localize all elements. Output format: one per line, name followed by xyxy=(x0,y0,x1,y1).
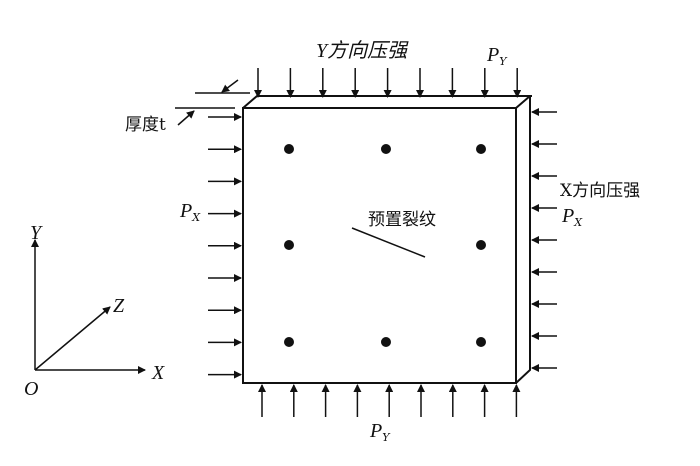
measurement-point xyxy=(381,144,391,154)
crack-line xyxy=(351,227,426,258)
measurement-point xyxy=(476,240,486,250)
plate-thickness-edge xyxy=(242,95,532,384)
measurement-point xyxy=(476,337,486,347)
coordinate-axes xyxy=(31,239,146,374)
measurement-point xyxy=(284,337,294,347)
plate xyxy=(242,95,532,384)
z-axis-label: Z xyxy=(113,295,125,317)
measurement-point xyxy=(284,144,294,154)
y-axis-label: Y xyxy=(30,222,42,244)
y-pressure-label: Y方向压强 xyxy=(316,40,408,62)
measurement-point xyxy=(284,240,294,250)
pressure-arrows xyxy=(208,68,557,417)
measurement-points xyxy=(284,144,486,347)
crack-label: 预置裂纹 xyxy=(368,210,436,230)
py-bottom-label: PY xyxy=(370,420,390,444)
x-axis-label: X xyxy=(152,362,165,384)
plate-front-face xyxy=(242,107,517,384)
plate-corner-edge xyxy=(515,95,531,109)
measurement-point xyxy=(381,337,391,347)
px-right-label: PX xyxy=(562,205,583,229)
z-axis xyxy=(34,306,111,371)
measurement-point xyxy=(476,144,486,154)
origin-label: O xyxy=(24,378,39,400)
thickness-indicator xyxy=(175,79,250,126)
py-top-label: PY xyxy=(487,44,507,68)
thickness-label: 厚度t xyxy=(125,115,166,135)
x-pressure-label: X方向压强 xyxy=(560,181,641,201)
px-left-label: PX xyxy=(180,200,201,224)
